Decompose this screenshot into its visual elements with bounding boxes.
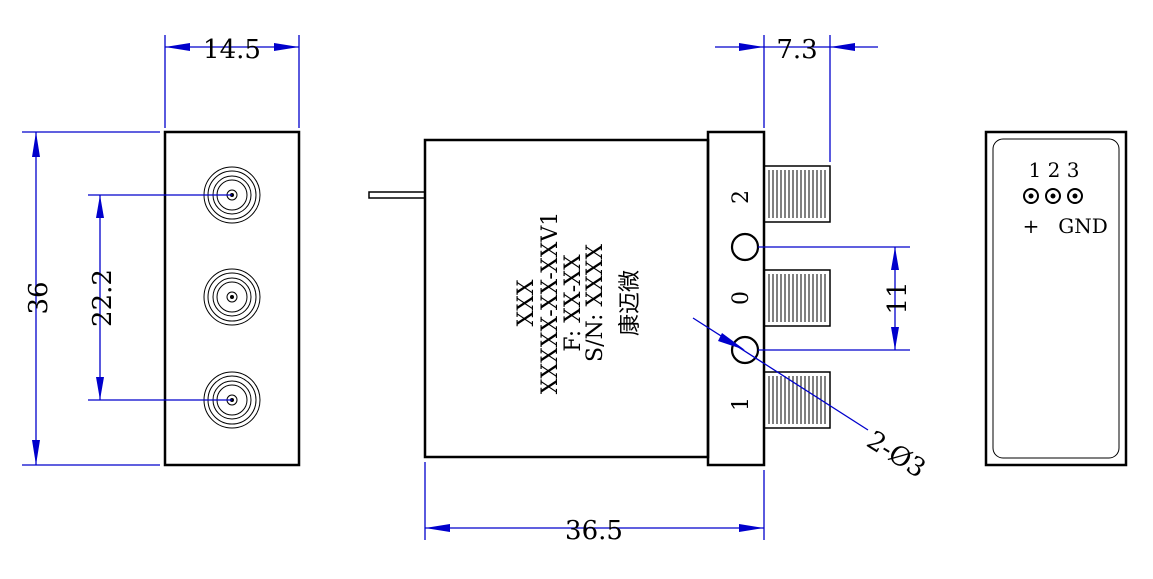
dim-height-side-label: 36 — [24, 281, 54, 314]
pin-plus-label: + — [1023, 214, 1040, 238]
label-line-4: S/N: XXXX — [583, 244, 608, 362]
pin-3 — [1067, 188, 1083, 204]
dim-body-length: 36.5 — [424, 462, 765, 546]
dim-flange-label: 7.3 — [776, 35, 817, 65]
pin-numbers: 1 2 3 — [1029, 158, 1080, 182]
actuator-pin — [368, 191, 426, 199]
label-line-5: 康迈微 — [618, 270, 643, 336]
label-line-3: F: XX-XX — [561, 254, 586, 352]
pin-2 — [1045, 188, 1061, 204]
dim-pitch-side: 22.2 — [88, 194, 232, 401]
dim-hole-pitch: 11 — [758, 246, 913, 351]
left-view-body — [163, 130, 301, 467]
port-label-2: 2 — [729, 190, 754, 204]
dim-holes-label: 2-Ø3 — [861, 425, 930, 484]
thread-connector-2 — [763, 165, 831, 223]
thread-connector-0 — [763, 269, 831, 327]
port-label-1: 1 — [729, 397, 754, 411]
dim-width-side: 14.5 — [164, 35, 300, 128]
center-view: 2 0 1 XXX XXXXX-XX-XXV1 F: XX-XX S/N: XX… — [368, 35, 931, 546]
port-label-0: 0 — [729, 291, 754, 305]
sma-connector-middle — [203, 268, 261, 326]
pin-gnd-label: GND — [1058, 214, 1108, 238]
label-line-2: XXXXX-XX-XXV1 — [538, 212, 563, 395]
mounting-hole-top — [730, 232, 760, 262]
right-view-body — [984, 130, 1128, 467]
dim-hole-pitch-label: 11 — [883, 281, 913, 314]
right-view-recess — [992, 138, 1120, 459]
dim-pitch-side-label: 22.2 — [88, 269, 118, 327]
product-label: XXX XXXXX-XX-XXV1 F: XX-XX S/N: XXXX 康迈微 — [514, 212, 643, 395]
dim-body-length-label: 36.5 — [565, 516, 623, 546]
dim-flange: 7.3 — [715, 35, 878, 162]
pin-1 — [1023, 188, 1039, 204]
left-view: 14.5 36 22.2 — [22, 35, 301, 467]
right-view: 1 2 3 + GND — [984, 130, 1128, 467]
dim-height-side: 36 — [22, 131, 160, 466]
dim-width-side-label: 14.5 — [203, 35, 261, 65]
label-line-1: XXX — [514, 279, 539, 326]
